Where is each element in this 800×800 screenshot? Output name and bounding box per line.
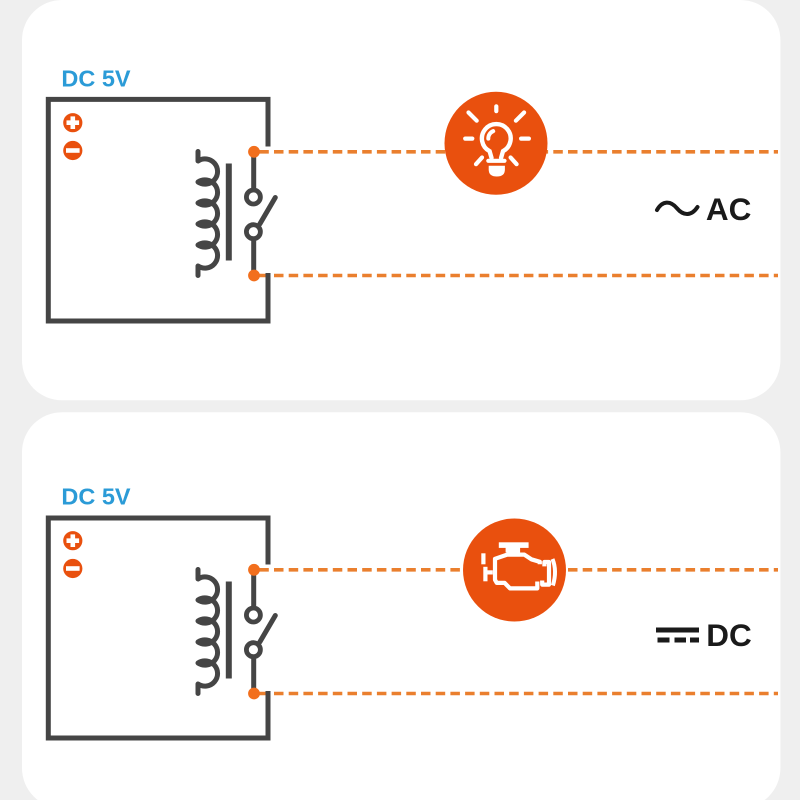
svg-text:DC 5V: DC 5V (61, 66, 131, 92)
svg-text:DC: DC (706, 617, 752, 653)
svg-text:DC 5V: DC 5V (61, 484, 131, 510)
svg-text:AC: AC (706, 191, 752, 227)
